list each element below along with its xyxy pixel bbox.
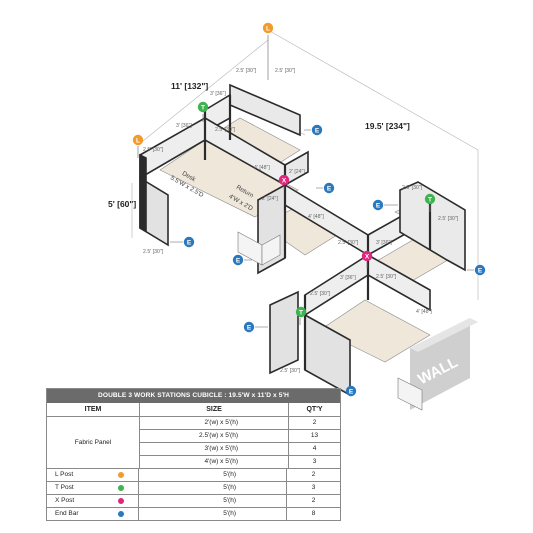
table-row: End Bar 5'(h) 8 xyxy=(47,508,340,520)
dim-label: 4' [48"] xyxy=(254,165,270,171)
table-cell: 3 xyxy=(311,484,316,491)
dim-label: 3' [36"] xyxy=(176,123,192,129)
dim-label: 2.5' [30"] xyxy=(376,274,397,280)
table-cell: 3'(w) x 5'(h) xyxy=(140,443,288,456)
dim-label: 2.5' [30"] xyxy=(275,68,296,74)
t-post-marker: T xyxy=(424,193,436,205)
svg-text:E: E xyxy=(187,240,192,247)
fabric-sizes: 2'(w) x 5'(h) 2.5'(w) x 5'(h) 3'(w) x 5'… xyxy=(140,417,289,468)
svg-text:L: L xyxy=(136,138,140,145)
table-cell: 2 xyxy=(311,471,316,478)
parts-table: DOUBLE 3 WORK STATIONS CUBICLE : 19.5'W … xyxy=(46,388,341,521)
end-bar-marker: E xyxy=(243,321,268,333)
t-post-marker: T xyxy=(295,306,307,318)
dim-label: 2.5' [30"] xyxy=(143,249,164,255)
svg-text:X: X xyxy=(282,178,287,185)
pedestals xyxy=(237,231,423,411)
table-row: L Post 5'(h) 2 xyxy=(47,469,340,482)
fabric-panel-group: Fabric Panel 2'(w) x 5'(h) 2.5'(w) x 5'(… xyxy=(47,417,340,469)
t-post-swatch xyxy=(118,485,124,491)
fabric-qtys: 2 13 4 3 xyxy=(289,417,340,468)
x-post-marker: X xyxy=(361,250,373,262)
svg-text:E: E xyxy=(349,389,354,396)
table-cell: 2'(w) x 5'(h) xyxy=(140,417,288,430)
dim-label: 2.5' [30"] xyxy=(402,185,423,191)
table-cell: 8 xyxy=(311,510,316,517)
dim-label: 4' [48"] xyxy=(416,309,432,315)
width-dimension-label: 19.5' [234"] xyxy=(365,121,410,131)
header-size: SIZE xyxy=(140,403,289,416)
depth-dimension-label: 11' [132"] xyxy=(171,81,208,91)
dim-label: 2' [24"] xyxy=(289,169,305,175)
dim-label: 3' [36"] xyxy=(376,240,392,246)
table-cell: 2 xyxy=(289,417,340,430)
dim-label: 2.5' [30"] xyxy=(338,240,359,246)
end-bar-marker: E xyxy=(344,385,357,397)
svg-text:T: T xyxy=(299,310,303,317)
item-label: T Post xyxy=(55,484,74,491)
table-cell: 5'(h) xyxy=(139,508,287,520)
svg-text:E: E xyxy=(376,203,381,210)
table-cell: 13 xyxy=(289,430,340,443)
dim-label: 2.5' [30"] xyxy=(310,291,331,297)
dim-label: 2.5' [30"] xyxy=(280,368,301,374)
end-bar-marker: E xyxy=(467,264,486,276)
table-cell: 4'(w) x 5'(h) xyxy=(204,458,238,465)
dim-label: 3' [36"] xyxy=(340,275,356,281)
table-cell: 5'(h) xyxy=(139,495,287,507)
table-cell: 2 xyxy=(311,497,316,504)
dim-label: 2.5' [30"] xyxy=(236,68,257,74)
end-bar-marker: E xyxy=(170,236,195,248)
svg-text:E: E xyxy=(478,268,483,275)
svg-text:E: E xyxy=(247,325,252,332)
item-label: End Bar xyxy=(55,510,79,517)
l-post-swatch xyxy=(118,472,124,478)
wall-block: WALL xyxy=(410,318,478,410)
x-post-marker: X xyxy=(278,174,290,186)
dim-label: 3' [36"] xyxy=(210,91,226,97)
dim-label: 2.5' [30"] xyxy=(215,127,236,133)
table-title: DOUBLE 3 WORK STATIONS CUBICLE : 19.5'W … xyxy=(47,389,340,403)
panel-dimension-labels: 2.5' [30"] 2.5' [30"] 3' [36"] 3' [36"] … xyxy=(143,68,459,405)
end-bar-marker: E xyxy=(232,254,252,266)
svg-text:E: E xyxy=(236,258,241,265)
dim-label: 2.5' [30"] xyxy=(143,147,164,153)
header-item: ITEM xyxy=(47,403,140,416)
table-cell: 5'(h) xyxy=(139,469,287,481)
dim-label: 2' [24"] xyxy=(262,196,278,202)
svg-text:X: X xyxy=(365,254,370,261)
table-cell: 2.5'(w) x 5'(h) xyxy=(140,430,288,443)
end-bar-marker: E xyxy=(316,182,335,194)
svg-text:E: E xyxy=(315,128,320,135)
l-post-marker: L xyxy=(132,134,144,146)
svg-text:T: T xyxy=(428,197,432,204)
table-row: T Post 5'(h) 3 xyxy=(47,482,340,495)
table-header-row: ITEM SIZE QT'Y xyxy=(47,403,340,417)
item-label: X Post xyxy=(55,497,75,504)
table-cell: 5'(h) xyxy=(139,482,287,494)
end-bar-marker: E xyxy=(372,199,398,211)
dim-label: 2.5' [30"] xyxy=(438,216,459,222)
svg-text:E: E xyxy=(327,186,332,193)
table-row: X Post 5'(h) 2 xyxy=(47,495,340,508)
desk-surface-bottom xyxy=(319,299,431,363)
header-qty: QT'Y xyxy=(306,406,323,413)
end-bar-marker: E xyxy=(304,124,323,136)
fabric-panel-label: Fabric Panel xyxy=(47,417,140,468)
end-bar-swatch xyxy=(118,511,124,517)
end-bar-markers: E E E E E E E E xyxy=(170,124,486,397)
table-cell: 4 xyxy=(289,443,340,456)
svg-text:L: L xyxy=(266,26,270,33)
item-label: L Post xyxy=(55,471,74,478)
t-post-marker: T xyxy=(197,101,209,113)
table-cell: 3 xyxy=(312,458,317,465)
height-dimension-label: 5' [60"] xyxy=(108,199,136,209)
post-markers: L L T T T X X xyxy=(132,22,436,318)
marker-leaders xyxy=(137,35,431,325)
l-post-marker: L xyxy=(262,22,274,34)
svg-text:T: T xyxy=(201,105,205,112)
dim-label: 4' [48"] xyxy=(308,214,324,220)
x-post-swatch xyxy=(118,498,124,504)
